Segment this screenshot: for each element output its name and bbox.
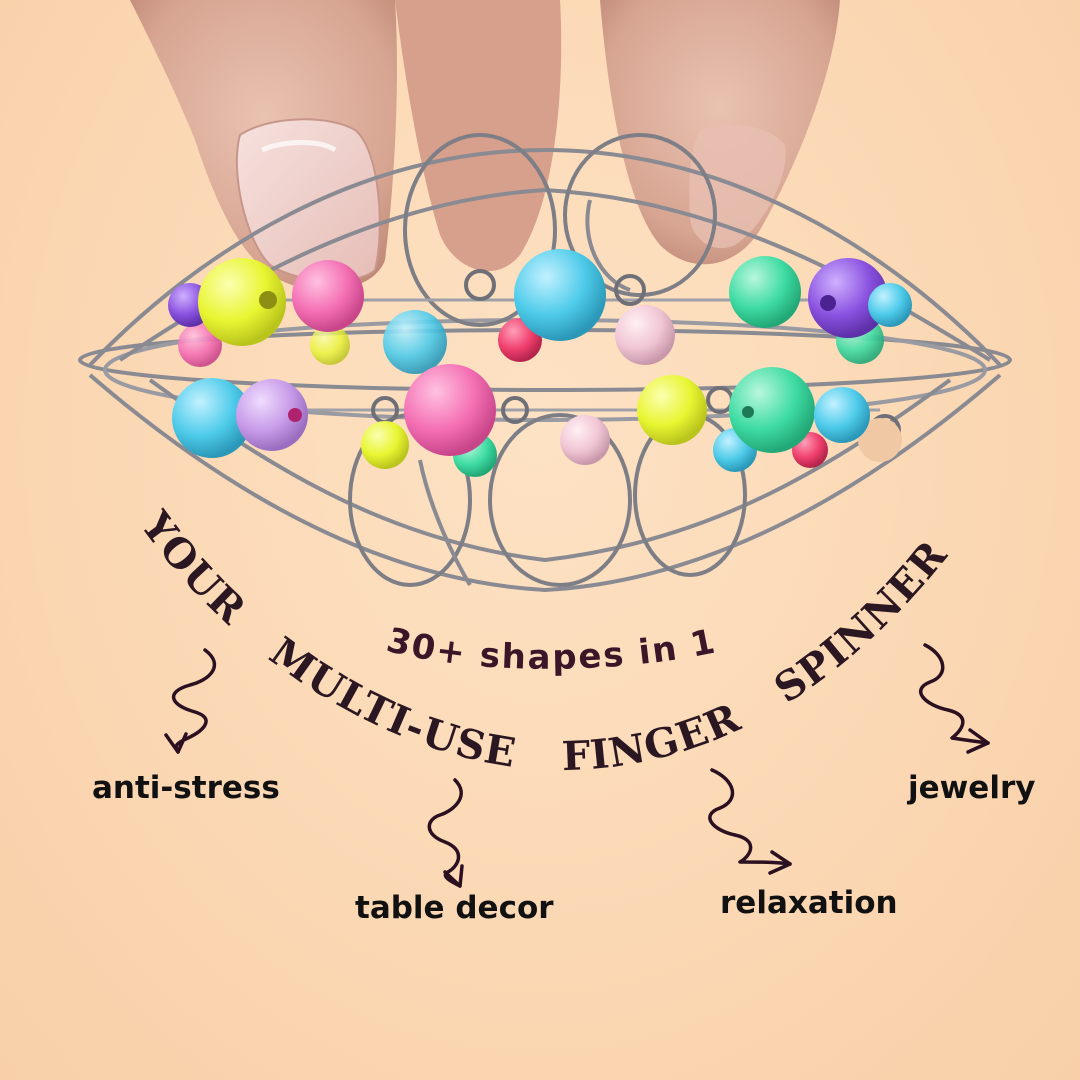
label-jewelry: jewelry [908,770,1036,806]
headline-spinner: SPINNER [766,531,957,712]
fingers [130,0,840,291]
squiggle-arrow-icon [918,643,990,754]
squiggle-arrow-icon [427,778,464,888]
headline-finger: FINGER [561,694,748,780]
subheadline: 30+ shapes in 1 [383,620,720,678]
headline-from: FROM [0,0,23,10]
headline-the-90: THE '90 [0,0,19,10]
headline-your: YOUR [131,502,255,633]
beads-back [168,283,902,477]
squiggle-arrow-icon [164,648,217,754]
label-table-decor: table decor [355,890,554,926]
label-anti-stress: anti-stress [92,770,280,806]
label-relaxation: relaxation [720,885,898,921]
beads-front [172,249,912,458]
squiggle-arrow-icon [708,768,792,875]
